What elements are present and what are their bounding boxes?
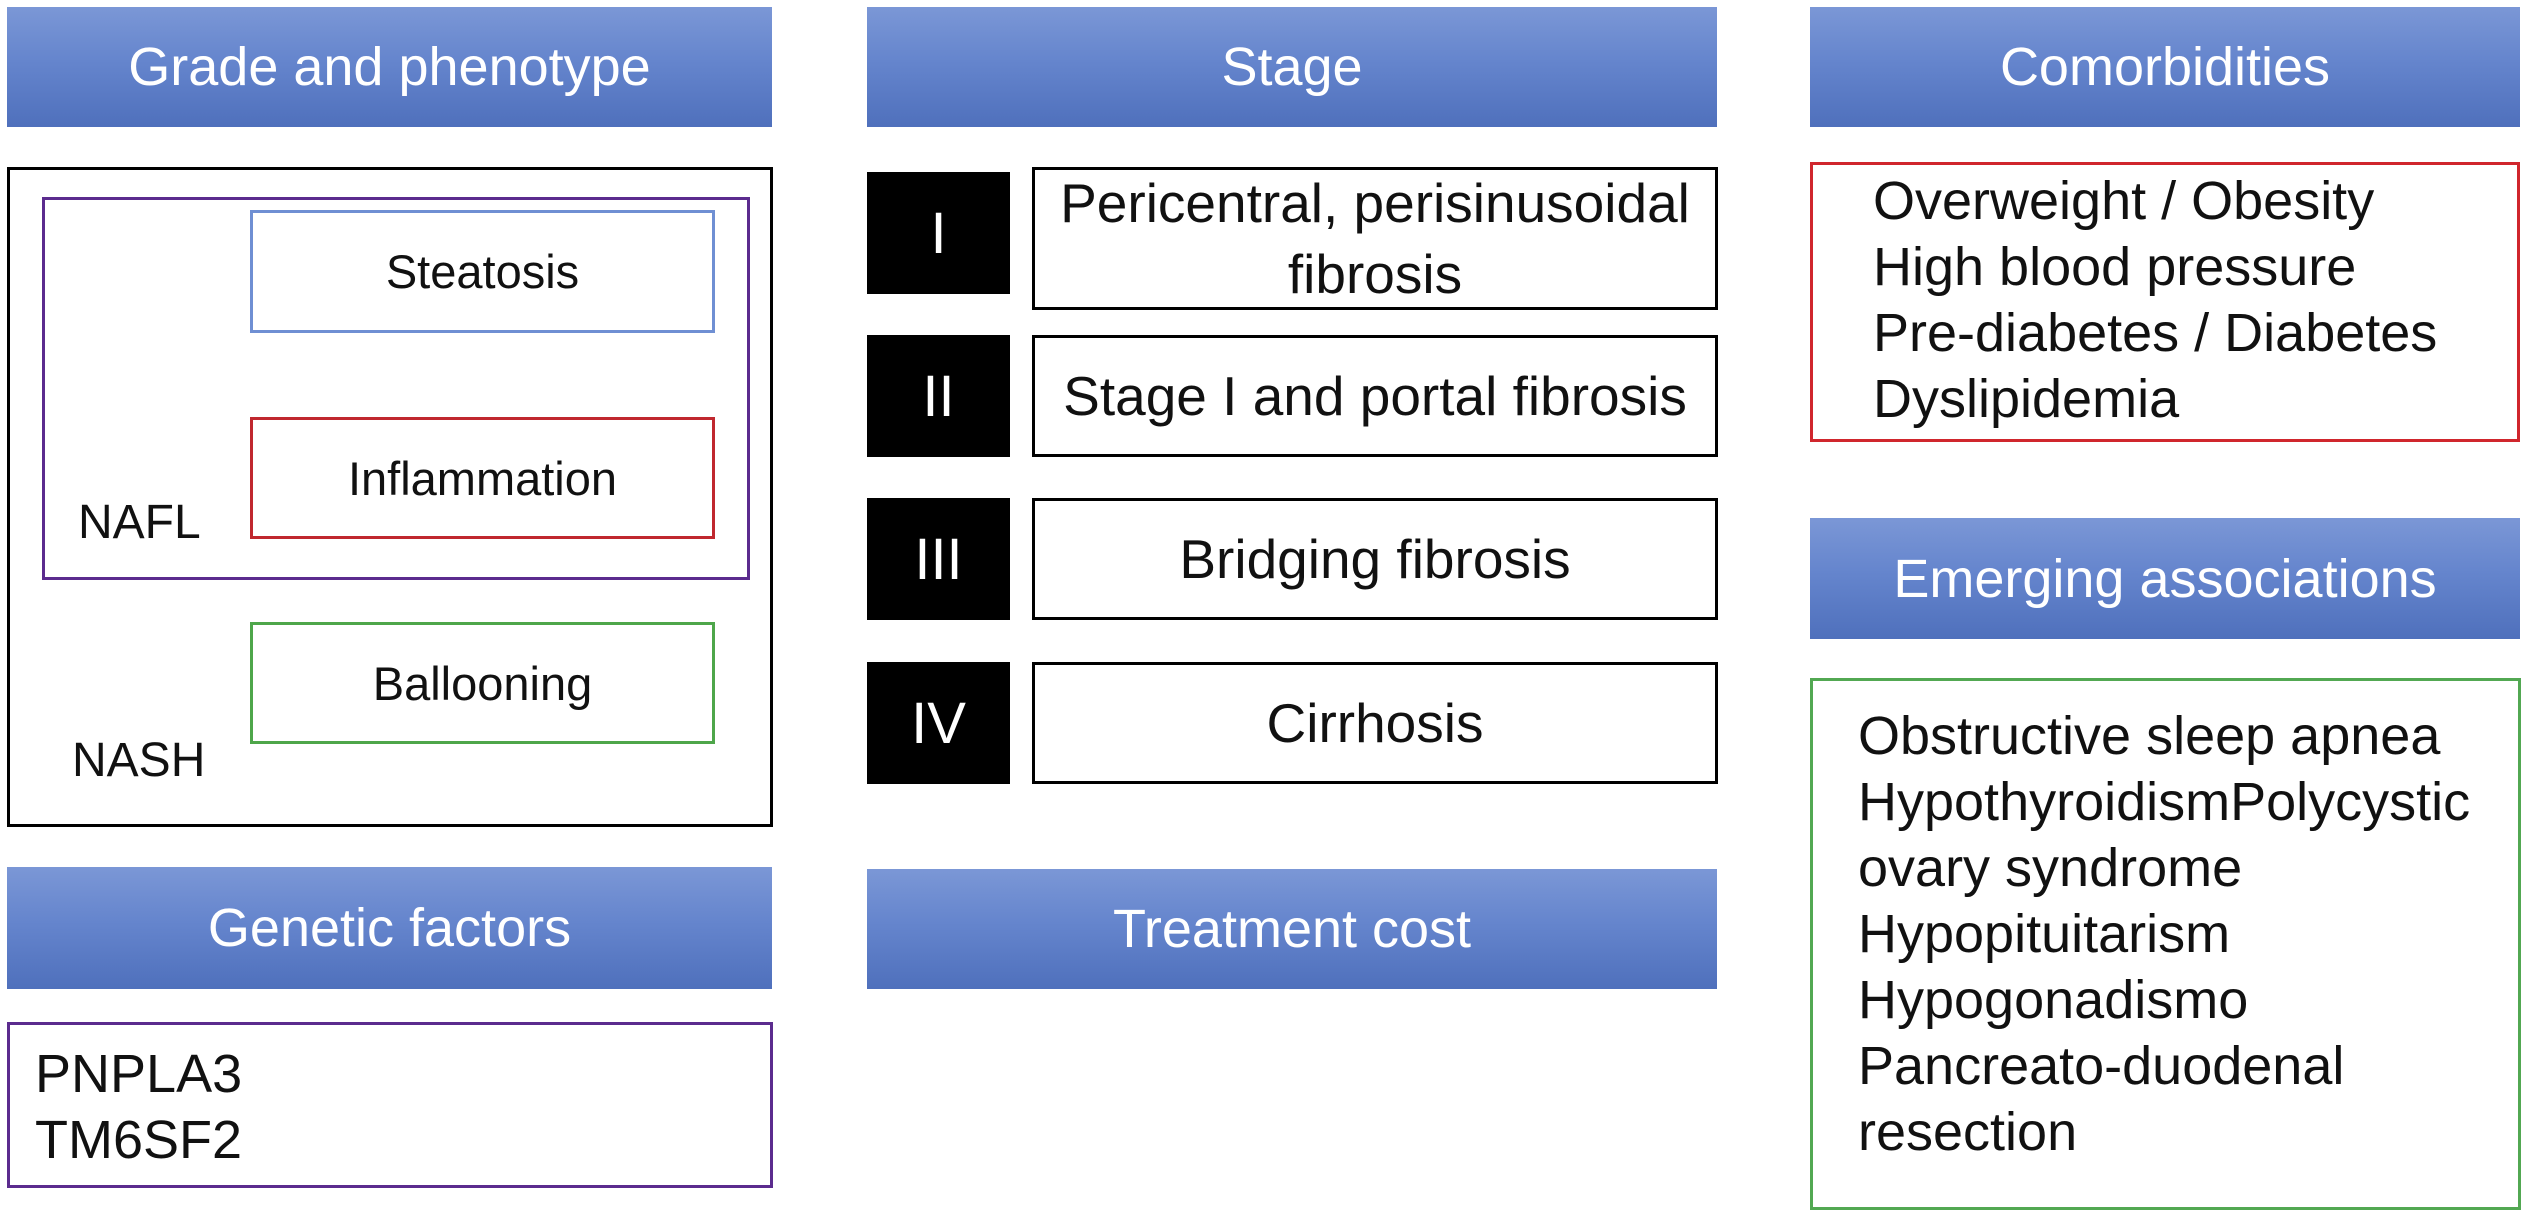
emerging-item: resection xyxy=(1858,1102,2078,1162)
nash-label: NASH xyxy=(72,734,206,787)
emerging-item: Hypogonadismo xyxy=(1858,970,2249,1030)
ballooning-box: Ballooning xyxy=(250,622,715,744)
emerging-item: Pancreato-duodenal xyxy=(1858,1036,2345,1096)
header-stage: Stage xyxy=(867,7,1717,127)
emerging-item: ovary syndrome xyxy=(1858,838,2243,898)
comorbidity-item: Pre-diabetes / Diabetes xyxy=(1873,303,2438,363)
comorbidity-item: High blood pressure xyxy=(1873,237,2357,297)
comorbidities-list: Overweight / Obesity High blood pressure… xyxy=(1810,162,2520,442)
steatosis-box: Steatosis xyxy=(250,210,715,333)
emerging-item: Obstructive sleep apnea xyxy=(1858,706,2441,766)
emerging-item: Hypopituitarism xyxy=(1858,904,2231,964)
genetic-item: PNPLA3 xyxy=(35,1044,243,1104)
header-comorbidities: Comorbidities xyxy=(1810,7,2520,127)
stage-numeral: I xyxy=(867,172,1010,294)
comorbidity-item: Overweight / Obesity xyxy=(1873,171,2375,231)
stage-numeral: IV xyxy=(867,662,1010,784)
header-treatment-cost: Treatment cost xyxy=(867,869,1717,989)
emerging-list: Obstructive sleep apnea HypothyroidismPo… xyxy=(1810,678,2521,1210)
genetic-item: TM6SF2 xyxy=(35,1110,243,1170)
header-emerging-associations: Emerging associations xyxy=(1810,518,2520,639)
header-genetic-factors: Genetic factors xyxy=(7,867,772,989)
stage-numeral: II xyxy=(867,335,1010,457)
nafl-group-border xyxy=(42,197,750,580)
inflammation-box: Inflammation xyxy=(250,417,715,539)
stage-numeral: III xyxy=(867,498,1010,620)
comorbidity-item: Dyslipidemia xyxy=(1873,369,2180,429)
header-grade-phenotype: Grade and phenotype xyxy=(7,7,772,127)
stage-description: Cirrhosis xyxy=(1032,662,1718,784)
genetic-list: PNPLA3 TM6SF2 xyxy=(7,1022,773,1188)
stage-description: Pericentral, perisinusoidal fibrosis xyxy=(1032,167,1718,310)
emerging-item: HypothyroidismPolycystic xyxy=(1858,772,2471,832)
nafl-label: NAFL xyxy=(78,496,201,549)
stage-description: Bridging fibrosis xyxy=(1032,498,1718,620)
stage-description: Stage I and portal fibrosis xyxy=(1032,335,1718,457)
